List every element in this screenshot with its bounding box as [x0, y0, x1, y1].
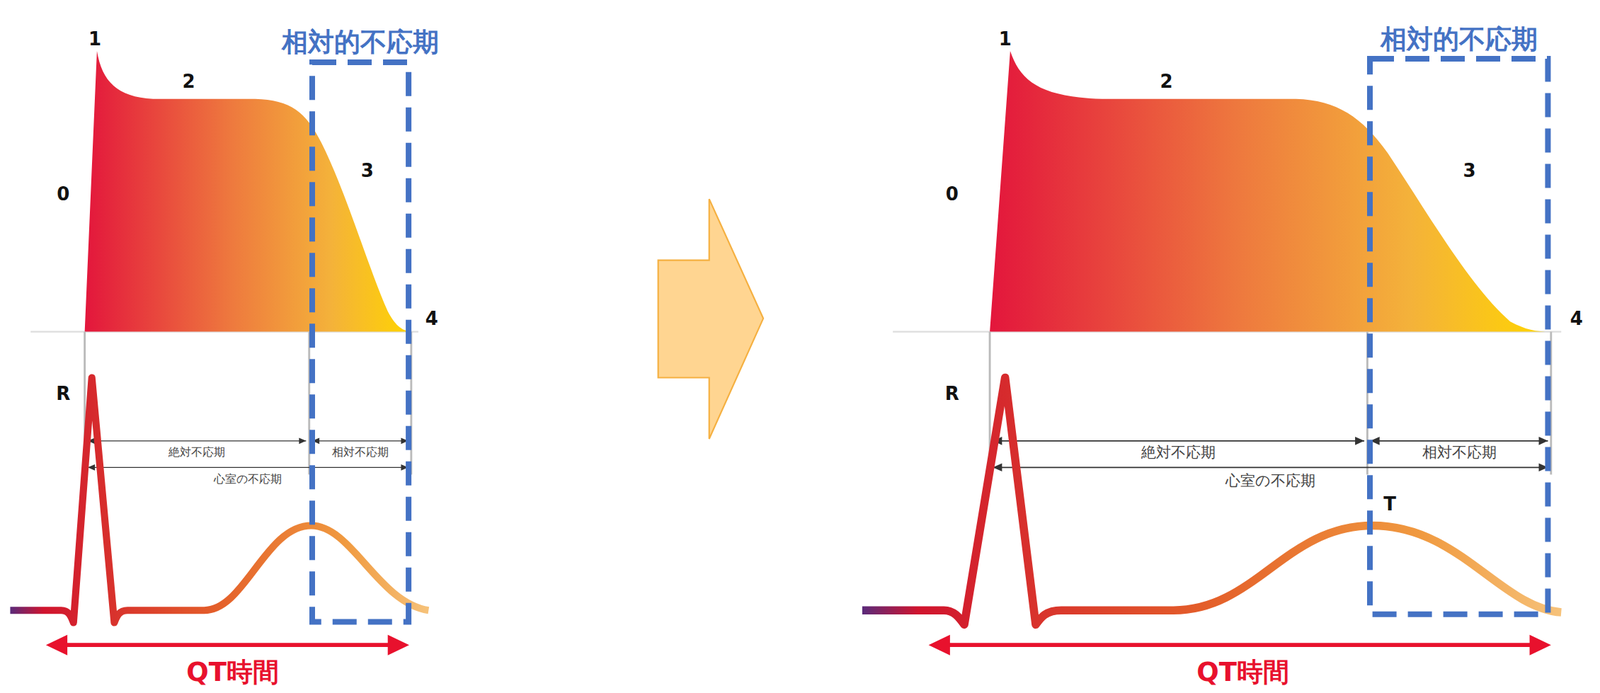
- period-label: 相対不応期: [1422, 444, 1497, 461]
- interval-label: QT時間: [1196, 657, 1290, 687]
- wave-name: R: [55, 383, 71, 405]
- phase-number: 0: [945, 184, 959, 205]
- period-label: 心室の不応期: [1225, 473, 1316, 490]
- period-label: 絶対不応期: [1141, 444, 1216, 461]
- dashed-outline: [312, 62, 409, 622]
- dashed-outline: [309, 59, 412, 625]
- box-heading: 相対的不応期: [281, 27, 439, 59]
- phase-number: 2: [1159, 71, 1173, 93]
- phase-number: 3: [1462, 160, 1476, 181]
- phase-number: 2: [182, 71, 196, 93]
- period-label: 相対不応期: [332, 446, 389, 459]
- box-heading: 相対的不応期: [1380, 24, 1538, 56]
- dashed-outline: [1369, 58, 1548, 615]
- interval-label: QT時間: [186, 657, 279, 687]
- period-label: 心室の不応期: [213, 473, 282, 487]
- refractory-box: 相対的不応期: [1367, 55, 1551, 618]
- phase-number: 3: [361, 160, 374, 181]
- refractory-box: 相対的不応期: [309, 59, 412, 625]
- wave-name: T: [1383, 494, 1397, 515]
- phase-number: 4: [1570, 307, 1584, 329]
- dashed-outline: [1367, 55, 1551, 618]
- phase-number: 4: [425, 307, 439, 329]
- phase-number: 1: [998, 28, 1012, 49]
- phase-number: 1: [88, 28, 102, 49]
- phase-number: 0: [56, 184, 70, 205]
- period-label: 絶対不応期: [168, 446, 226, 459]
- wave-name: R: [945, 383, 960, 405]
